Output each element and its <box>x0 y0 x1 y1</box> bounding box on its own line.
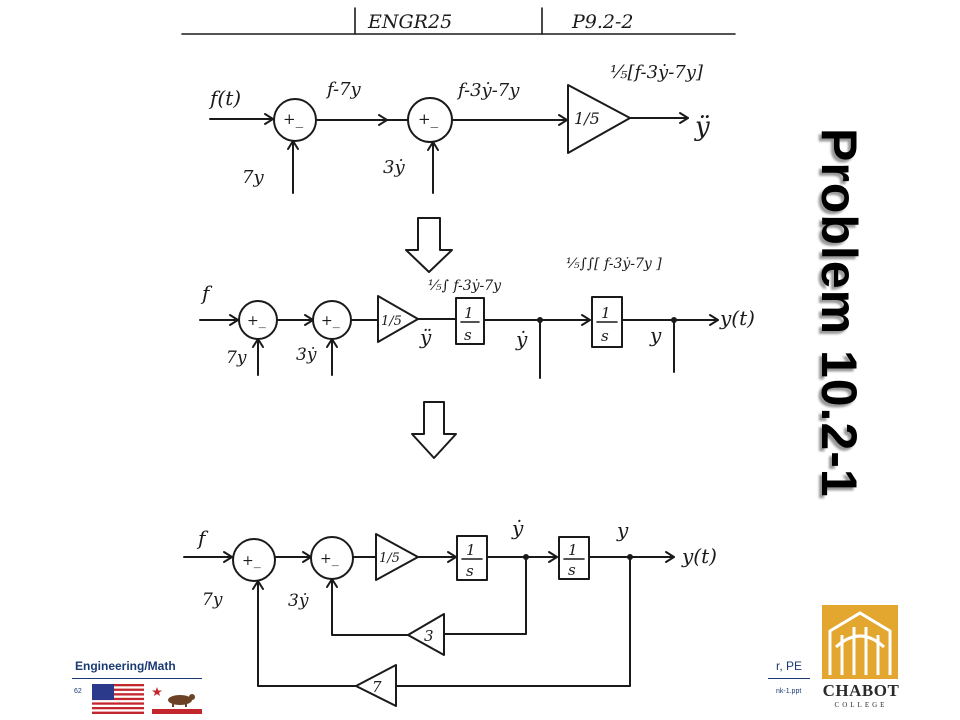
bottom-diagram: f +_ 7y +_ 3ẏ 1/5 1 s ẏ 1 s y y(t) <box>183 516 717 707</box>
bot-input-label: f <box>196 526 209 550</box>
mid-int2-num: 1 <box>601 304 611 322</box>
top-gain-block <box>567 84 631 154</box>
mid-integrator-2 <box>591 296 623 348</box>
bot-output-label: y(t) <box>681 544 717 568</box>
bot-loop-3-path <box>443 556 527 635</box>
header-course: ENGR25 <box>367 11 452 33</box>
bot-loop-3-arrow <box>326 578 338 588</box>
footer-file-name: nk-1.ppt <box>776 688 802 695</box>
mid-int1-out-label: ⅕∫ f-3ẏ-7y <box>428 278 502 294</box>
bot-gain-7-label: 7 <box>372 678 382 696</box>
mid-output-label: y(t) <box>719 306 755 330</box>
top-sum-1-sign: +_ <box>283 110 304 128</box>
college-name: CHABOT <box>822 681 900 700</box>
top-sum-2-out-label: f-3ẏ-7y <box>456 80 520 101</box>
mid-link-4-arrow <box>581 314 591 326</box>
bot-output-arrow <box>665 551 675 563</box>
bot-fb-1-label: 7y <box>202 590 223 610</box>
college-word: COLLEGE <box>834 701 888 709</box>
bot-gain-3-block <box>407 613 445 656</box>
california-flag-icon <box>152 684 202 714</box>
top-fb-1-label: 7y <box>242 167 264 188</box>
bot-int2-num: 1 <box>568 541 578 559</box>
footer-rule-left <box>72 678 202 679</box>
top-diagram: f(t) +_ 7y f-7y +_ 3ẏ f-3ẏ-7y 1/5 ⅕[f-3ẏ… <box>208 62 710 194</box>
header-problem: P9.2-2 <box>571 11 634 33</box>
mid-sum-2-sign: +_ <box>321 313 340 329</box>
top-output-label: ÿ <box>694 112 710 142</box>
bot-loop-7-return <box>257 580 357 687</box>
bot-loop-7-arrow <box>252 580 264 590</box>
mid-fb-1-arrow <box>252 338 264 348</box>
chabot-college-logo <box>822 605 898 679</box>
slide-number: 62 <box>74 688 82 695</box>
mid-fb-1-label: 7y <box>226 348 247 368</box>
bot-input-arrow <box>223 551 233 563</box>
top-input-label: f(t) <box>208 86 241 110</box>
bot-int2-den: s <box>568 561 576 579</box>
top-output-arrow <box>679 112 689 124</box>
bot-sum-1-sign: +_ <box>242 553 261 569</box>
top-input-arrow <box>264 113 274 125</box>
us-flag-icon <box>92 684 144 714</box>
mid-int2-den: s <box>601 327 609 345</box>
top-fb-1-arrow <box>287 140 299 150</box>
bot-link-4-arrow <box>548 551 558 563</box>
top-link-1-arrow <box>378 114 388 126</box>
bot-gain-label: 1/5 <box>379 551 400 566</box>
top-gain-out-label: ⅕[f-3ẏ-7y] <box>610 62 704 83</box>
mid-fb-2-label: 3ẏ <box>296 345 317 365</box>
bot-int1-den: s <box>466 562 474 580</box>
mid-sum-1-sign: +_ <box>247 313 266 329</box>
mid-input-label: f <box>200 281 213 305</box>
top-gain-label: 1/5 <box>574 109 600 128</box>
bot-sum-1 <box>232 538 276 582</box>
middle-diagram: f +_ 7y +_ 3ẏ 1/5 ÿ 1 s ⅕∫ f-3ẏ-7y ẏ 1 s… <box>199 256 755 379</box>
mid-int1-num: 1 <box>464 304 474 322</box>
bot-sum-2-sign: +_ <box>320 551 339 567</box>
mid-ydd-label: ÿ <box>419 325 432 349</box>
mid-yd-label: ẏ <box>515 327 528 351</box>
top-sum-2-sign: +_ <box>418 110 439 128</box>
mid-y-label: y <box>649 323 662 347</box>
bot-gain-block <box>375 533 419 581</box>
mid-output-arrow <box>709 314 719 326</box>
slide-title: Problem 10.2-1 <box>811 128 867 498</box>
mid-int1-den: s <box>464 326 472 344</box>
mid-int2-out-label: ⅕∫∫[ f-3ẏ-7y ] <box>566 256 662 272</box>
bot-gain-3-label: 3 <box>424 627 434 645</box>
top-fb-2-label: 3ẏ <box>383 157 405 178</box>
mid-gain-block <box>377 295 419 343</box>
top-sum-1-out-label: f-7y <box>325 79 362 100</box>
bot-loop-7-path <box>395 556 631 687</box>
mid-gain-label: 1/5 <box>381 314 402 329</box>
footer-rule-right <box>768 678 810 679</box>
bot-y-label: y <box>616 518 629 542</box>
footer-course-label: Engineering/Math <box>75 659 176 673</box>
down-arrow-2 <box>411 401 457 459</box>
bot-fb-2-label: 3ẏ <box>288 591 309 611</box>
bot-loop-3-return <box>331 578 409 636</box>
bot-yd-label: ẏ <box>511 516 524 540</box>
top-fb-2-arrow <box>427 141 439 151</box>
bot-int1-num: 1 <box>466 541 476 559</box>
mid-fb-2-arrow <box>326 338 338 348</box>
down-arrow-1 <box>405 217 453 273</box>
bot-gain-7-block <box>355 664 397 707</box>
footer-author-label: r, PE <box>776 659 803 673</box>
